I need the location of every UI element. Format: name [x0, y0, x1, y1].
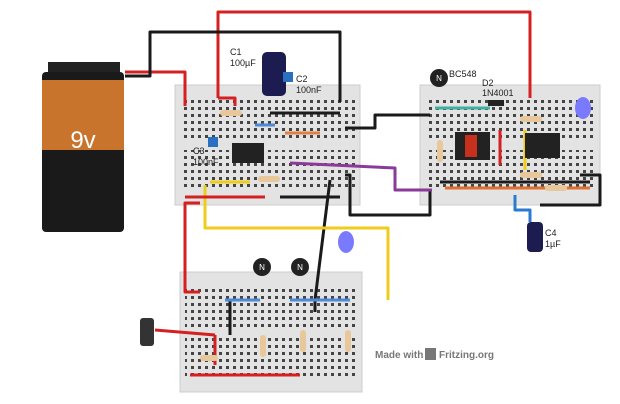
black-wire: [125, 30, 342, 102]
fritzing-watermark: Made with Fritzing.org: [375, 348, 494, 361]
yellow-wire: [203, 185, 390, 300]
transistor-q3: N: [291, 258, 309, 276]
microphone: [140, 318, 154, 346]
d2-name: D2: [482, 78, 494, 88]
svg-text:Made with: Made with: [375, 350, 423, 361]
capacitor-c4: [527, 222, 543, 252]
ic-chip: [525, 133, 560, 158]
breadboard-c: [179, 271, 363, 393]
c3-value: 100nF: [193, 157, 219, 167]
red-wire: [125, 70, 187, 106]
c1-value: 100µF: [230, 58, 256, 68]
blue-wire: [513, 195, 532, 222]
blue-led: [575, 97, 591, 119]
c3-name: C3: [193, 146, 205, 156]
c4-name: C4: [545, 228, 557, 238]
c2-value: 100nF: [296, 85, 322, 95]
diode-d2: [488, 100, 504, 106]
black-wire: [345, 113, 430, 130]
red-wire: [218, 96, 237, 106]
capacitor-c1: [262, 52, 286, 96]
black-wire: [345, 173, 432, 217]
capacitor-c2: [283, 72, 293, 82]
ic-chip: [232, 143, 264, 163]
breadboard-a: [174, 84, 361, 206]
q1-name: BC548: [449, 69, 477, 79]
battery-label: 9v: [70, 127, 95, 154]
battery-9v: 9v: [42, 62, 124, 232]
c4-value: 1µF: [545, 239, 561, 249]
transistor-q2: N: [253, 258, 271, 276]
resistors: [200, 110, 567, 361]
svg-text:N: N: [259, 263, 265, 272]
c1-name: C1: [230, 47, 242, 57]
transistor-bc548: N: [430, 69, 448, 87]
red-wire: [216, 10, 532, 98]
svg-text:N: N: [297, 263, 303, 272]
c2-name: C2: [296, 74, 308, 84]
capacitor-c3: [208, 137, 218, 147]
d2-value: 1N4001: [482, 88, 514, 98]
svg-text:Fritzing.org: Fritzing.org: [439, 350, 494, 361]
red-wire: [183, 201, 200, 294]
svg-text:N: N: [436, 74, 442, 83]
purple-wire: [289, 161, 432, 192]
blue-led: [338, 231, 354, 253]
black-wire: [540, 173, 602, 207]
